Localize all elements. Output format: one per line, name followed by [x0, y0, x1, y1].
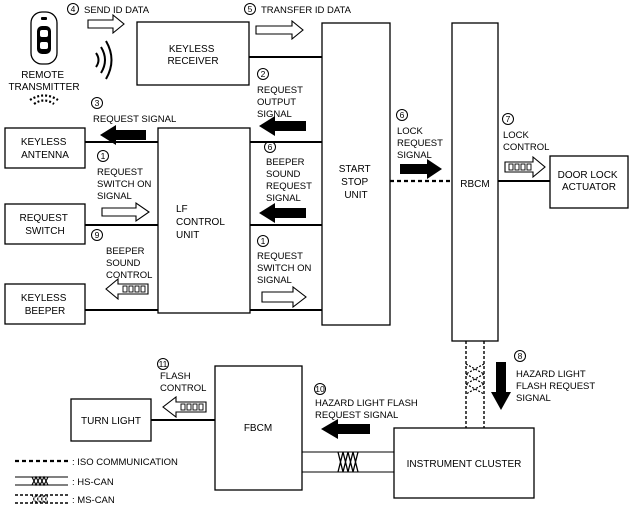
keyless-antenna-label: KEYLESS ANTENNA: [21, 137, 69, 161]
svg-text:6: 6: [268, 142, 273, 152]
turn-light-box: [70, 398, 152, 442]
keyless-beeper-box: [4, 283, 86, 325]
svg-text:6: 6: [400, 110, 405, 120]
keyless-receiver-label: KEYLESS RECEIVER: [167, 44, 218, 67]
svg-text:10: 10: [315, 384, 325, 394]
keyless-antenna-box: [4, 127, 86, 169]
step-5-transfer-id-data: 5 TRANSFER ID DATA: [244, 3, 352, 41]
step-2-request-output-signal: 2 REQUEST OUTPUT SIGNAL: [257, 68, 306, 136]
legend-ms-can-label: : MS-CAN: [72, 495, 115, 506]
svg-text:REQUEST SWITCH ON: REQUEST SWITCH ON SIGNAL: [97, 167, 154, 202]
step-11-flash-control: 11 FLASH CONTROL: [157, 358, 207, 419]
hs-can-fbcm-cluster: [302, 451, 394, 473]
step-3-request-signal: 3 REQUEST SIGNAL: [91, 97, 176, 145]
step-6-beeper-sound-request-signal: 6 BEEPER SOUND REQUEST SIGNAL: [259, 141, 314, 223]
rbcm-label: RBCM: [460, 179, 489, 190]
ms-can-rbcm-cluster: [465, 341, 485, 428]
request-switch-box: [4, 203, 86, 245]
request-signal-waves-icon: [29, 94, 59, 105]
rbcm-box: [451, 22, 499, 342]
start-stop-unit-box: [321, 22, 391, 326]
svg-text:REQUEST SIGNAL: REQUEST SIGNAL: [93, 114, 176, 125]
step-10-hazard-light-flash-request-signal: 10 HAZARD LIGHT FLASH REQUEST SIGNAL: [314, 383, 420, 439]
step-4-send-id-data: 4 SEND ID DATA: [67, 3, 150, 35]
door-lock-actuator-box: [549, 155, 629, 209]
step-9-beeper-sound-control: 9 BEEPER SOUND CONTROL: [91, 229, 152, 301]
fbcm-label: FBCM: [244, 423, 272, 434]
svg-text:2: 2: [261, 69, 266, 79]
legend-iso-label: : ISO COMMUNICATION: [72, 457, 178, 468]
svg-text:BEEPER SOUND REQUE: BEEPER SOUND REQUEST SIGNAL: [266, 157, 314, 204]
keyless-receiver-box: [136, 21, 250, 86]
svg-text:3: 3: [95, 98, 100, 108]
instrument-cluster-box: [393, 427, 535, 499]
turn-light-label: TURN LIGHT: [81, 416, 141, 427]
lf-control-unit-label: LF CONTROL UNIT: [176, 204, 227, 241]
svg-text:1: 1: [101, 151, 106, 161]
door-lock-actuator-label: DOOR LOCK ACTUATOR: [558, 170, 621, 193]
radio-waves-icon: [95, 40, 113, 80]
step-1-request-switch-on-signal-b: 1 REQUEST SWITCH ON SIGNAL: [257, 235, 314, 309]
svg-text:HAZARD LIGHT FLASH REQUE: HAZARD LIGHT FLASH REQUEST SIGNAL: [315, 398, 420, 421]
step-7-lock-control: 7 LOCK CONTROL: [502, 113, 549, 179]
svg-text:HAZARD LIGHT FLASH REQUE: HAZARD LIGHT FLASH REQUEST SIGNAL: [516, 369, 598, 404]
instrument-cluster-label: INSTRUMENT CLUSTER: [407, 459, 522, 470]
legend-hs-can-label: : HS-CAN: [72, 477, 114, 488]
svg-text:SEND ID DATA: SEND ID DATA: [84, 5, 150, 16]
svg-text:8: 8: [518, 351, 523, 361]
step-6-lock-request-signal: 6 LOCK REQUEST SIGNAL: [396, 109, 445, 179]
legend: : ISO COMMUNICATION : HS-CAN : MS-CAN: [15, 457, 178, 506]
svg-text:4: 4: [71, 4, 76, 14]
keyless-beeper-label: KEYLESS BEEPER: [21, 293, 69, 317]
remote-transmitter-label: REMOTE TRANSMITTER: [8, 70, 79, 93]
request-switch-label: REQUEST SWITCH: [20, 213, 71, 237]
svg-text:5: 5: [248, 4, 253, 14]
svg-text:LOCK REQUEST SIGNA: LOCK REQUEST SIGNAL: [397, 126, 445, 161]
svg-text:9: 9: [95, 230, 100, 240]
lf-control-unit-box: [157, 127, 251, 314]
svg-text:TRANSFER ID DATA: TRANSFER ID DATA: [261, 5, 352, 16]
fbcm-box: [214, 365, 303, 491]
svg-text:1: 1: [261, 236, 266, 246]
svg-text:REQUEST SWITCH ON: REQUEST SWITCH ON SIGNAL: [257, 251, 314, 286]
step-1-request-switch-on-signal-a: 1 REQUEST SWITCH ON SIGNAL: [97, 150, 154, 223]
svg-text:7: 7: [506, 114, 511, 124]
step-8-hazard-light-flash-request-signal: 8 HAZARD LIGHT FLASH REQUEST SIGNAL: [491, 350, 598, 410]
svg-text:FLASH CONTROL: FLASH CONTROL: [160, 371, 206, 394]
svg-text:BEEPER SOUND CONTR: BEEPER SOUND CONTROL: [106, 246, 152, 281]
svg-text:11: 11: [159, 359, 168, 369]
svg-text:LOCK CONTROL: LOCK CONTROL: [503, 130, 549, 153]
remote-transmitter-icon: [30, 11, 58, 65]
start-stop-unit-label: START STOP UNIT: [339, 164, 373, 201]
svg-text:REQUEST OUTPUT SIG: REQUEST OUTPUT SIGNAL: [257, 85, 305, 120]
